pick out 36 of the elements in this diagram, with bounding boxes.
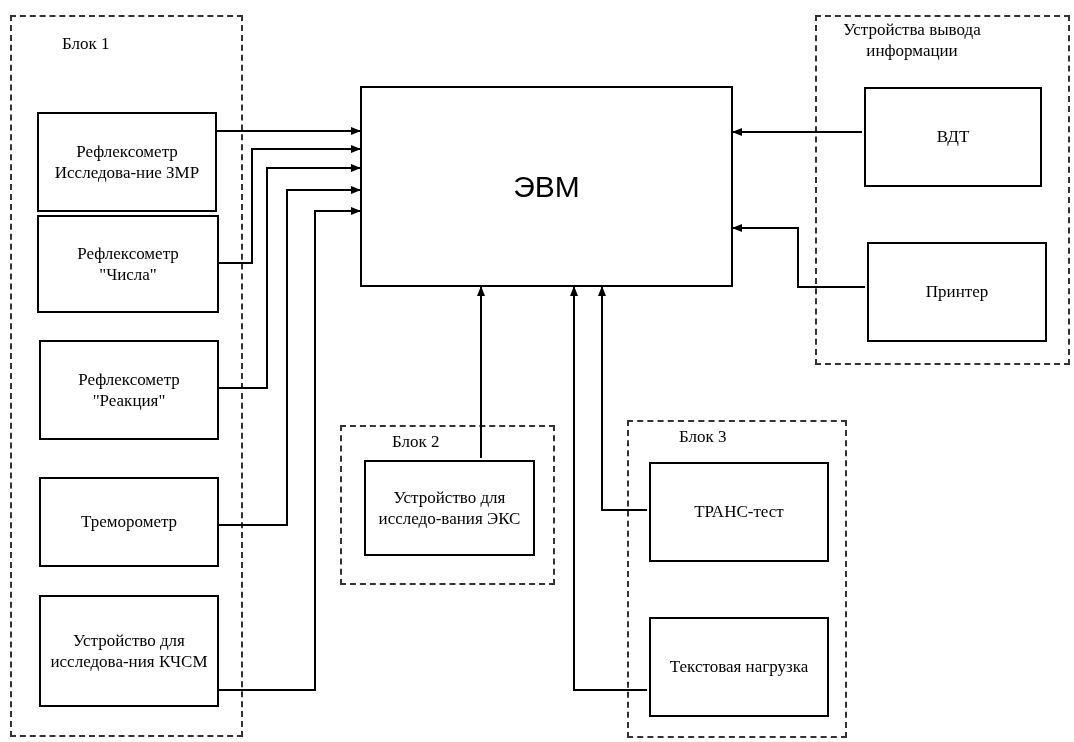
node-label: Рефлексометр "Числа": [76, 242, 180, 286]
node-label: Треморометр: [80, 511, 178, 533]
node-label: ТРАНС-тест: [694, 501, 784, 523]
arrow: [216, 145, 361, 264]
device-box: [364, 460, 535, 556]
node-label: ВДТ: [936, 126, 970, 148]
arrow: [216, 164, 361, 389]
arrow: [214, 127, 361, 135]
device-box: [37, 112, 217, 212]
device-box: [39, 340, 219, 440]
arrow: [477, 286, 485, 459]
arrow: [216, 186, 361, 526]
dashed-group-frame: [10, 15, 243, 737]
node-label: Рефлексометр Исследова-ние ЗМР: [53, 140, 201, 184]
arrow: [216, 207, 361, 691]
device-box: [649, 462, 829, 562]
device-box: [39, 477, 219, 567]
device-box: [37, 215, 219, 313]
node-label: Устройство для исследова-ния КЧСМ: [49, 629, 209, 673]
node-label: Текстовая нагрузка: [669, 656, 809, 678]
arrow: [598, 286, 648, 511]
device-box: [39, 595, 219, 707]
device-box: [867, 242, 1047, 342]
arrow: [732, 128, 863, 136]
arrow: [732, 224, 866, 288]
node-label: Принтер: [925, 281, 989, 303]
device-box: [864, 87, 1042, 187]
node-label: Рефлексометр "Реакция": [77, 368, 181, 412]
node-label: ЭВМ: [513, 169, 580, 205]
node-label: Устройство для исследо-вания ЭКС: [377, 486, 522, 530]
device-box: [649, 617, 829, 717]
arrow: [570, 286, 648, 691]
dashed-group-frame: [627, 420, 847, 738]
dashed-group-frame: [340, 425, 555, 585]
dashed-group-frame: [815, 15, 1070, 365]
computer-box: [360, 86, 733, 287]
